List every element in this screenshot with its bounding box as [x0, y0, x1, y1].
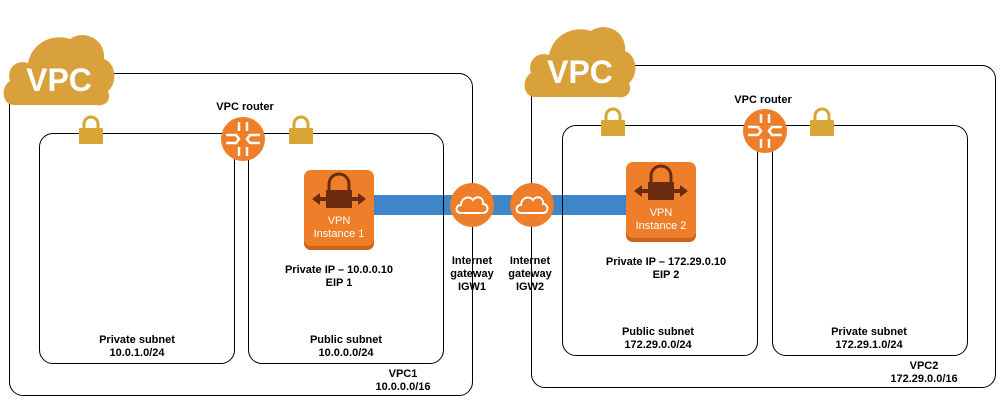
lock-icon [810, 107, 834, 136]
lock-icon [601, 107, 625, 136]
internet-gateway-icon [510, 183, 554, 227]
vpc1-private-subnet-name: Private subnet [99, 334, 175, 346]
vpc1-public-subnet-label: Public subnet 10.0.0.0/24 [296, 334, 396, 360]
vpn-instance-2-line2: Instance 2 [635, 220, 687, 232]
vpc2-cloud-badge: VPC [521, 17, 639, 103]
vpn-instance-1-line2: Instance 1 [313, 228, 365, 240]
vpc2-public-subnet-label: Public subnet 172.29.0.0/24 [608, 326, 708, 352]
lock-icon [79, 115, 103, 144]
vpn-instance-icon [634, 164, 688, 200]
igw1-line2: gateway [450, 268, 494, 280]
router-icon [743, 109, 787, 153]
vpc2-badge-text: VPC [547, 54, 613, 90]
vpc2-private-ip: Private IP – 172.29.0.10 [605, 256, 727, 268]
vpc1-eip: EIP 1 [325, 277, 353, 289]
igw1-line3: IGW1 [457, 281, 487, 293]
vpc-cloud-icon [3, 35, 115, 106]
vpc2-ip-label: Private IP – 172.29.0.10 EIP 2 [591, 256, 741, 282]
vpc1-private-subnet-label: Private subnet 10.0.1.0/24 [87, 334, 187, 360]
vpc1-private-subnet [39, 133, 235, 364]
vpc1-container [9, 73, 473, 396]
igw1-label: Internet gateway IGW1 [442, 255, 502, 294]
vpc2-name: VPC2 [909, 360, 939, 372]
vpc2-public-subnet-cidr: 172.29.0.0/24 [624, 339, 692, 351]
vpc2-private-subnet-cidr: 172.29.1.0/24 [835, 339, 903, 351]
vpc1-public-subnet-name: Public subnet [309, 334, 383, 346]
vpc2-private-subnet-name: Private subnet [831, 326, 907, 338]
vpc1-cidr: 10.0.0.0/16 [375, 381, 431, 393]
vpn-instance-1[interactable]: VPN Instance 1 [304, 170, 374, 250]
vpc-cloud-icon [524, 27, 636, 98]
vpc2-name-label: VPC2 172.29.0.0/16 [884, 360, 964, 386]
igw1-line1: Internet [451, 255, 493, 267]
vpc1-private-subnet-cidr: 10.0.1.0/24 [109, 347, 165, 359]
igw2-line3: IGW2 [515, 281, 545, 293]
vpn-instance-2[interactable]: VPN Instance 2 [626, 162, 696, 242]
vpc2-private-subnet-label: Private subnet 172.29.1.0/24 [819, 326, 919, 352]
vpc2-cidr: 172.29.0.0/16 [890, 373, 958, 385]
vpc1-public-subnet-cidr: 10.0.0.0/24 [318, 347, 374, 359]
vpc1-cloud-badge: VPC [0, 25, 118, 111]
router-icon [221, 117, 265, 161]
vpn-instance-icon [312, 172, 366, 208]
vpc2-router-label: VPC router [734, 94, 792, 106]
vpn-instance-1-line1: VPN [327, 215, 351, 227]
vpc2-private-subnet [772, 125, 968, 356]
vpc1-name: VPC1 [388, 368, 418, 380]
vpc2-eip: EIP 2 [652, 269, 680, 281]
vpn-instance-2-line1: VPN [649, 207, 673, 219]
vpc2-public-subnet [562, 125, 758, 356]
igw2-label: Internet gateway IGW2 [500, 255, 560, 294]
vpc1-badge-text: VPC [26, 62, 92, 98]
vpc1-private-ip: Private IP – 10.0.0.10 [284, 264, 394, 276]
igw2-line1: Internet [509, 255, 551, 267]
lock-icon [289, 115, 313, 144]
internet-gateway-icon [450, 183, 494, 227]
vpc1-ip-label: Private IP – 10.0.0.10 EIP 1 [264, 264, 414, 290]
vpc1-router-label: VPC router [216, 101, 274, 113]
igw2-line2: gateway [508, 268, 552, 280]
vpc1-name-label: VPC1 10.0.0.0/16 [368, 368, 438, 394]
vpc1-public-subnet [248, 133, 444, 364]
vpc2-public-subnet-name: Public subnet [621, 326, 695, 338]
